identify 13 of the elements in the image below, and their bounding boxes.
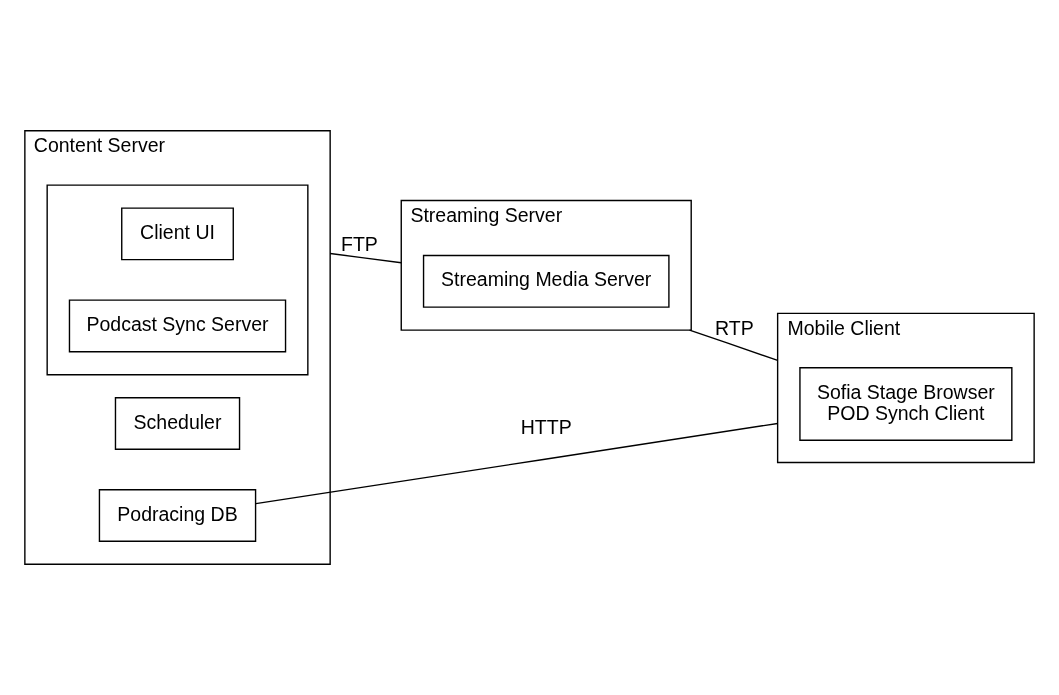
edge-label: RTP: [715, 316, 754, 339]
edge-label: HTTP: [520, 415, 572, 438]
edge-label: FTP: [341, 232, 378, 255]
connector: [688, 329, 779, 362]
node-box: Client UI: [121, 207, 234, 261]
node-box: Podracing DB: [98, 489, 257, 542]
node-box: Scheduler: [114, 397, 241, 450]
node-box: Streaming Media Server: [422, 254, 670, 308]
node-box: Podcast Sync Server: [68, 299, 287, 353]
node-box: Sofia Stage Browser POD Synch Client: [799, 367, 1013, 441]
connector: [329, 252, 402, 264]
connector: [255, 422, 779, 505]
cluster: [46, 184, 309, 376]
